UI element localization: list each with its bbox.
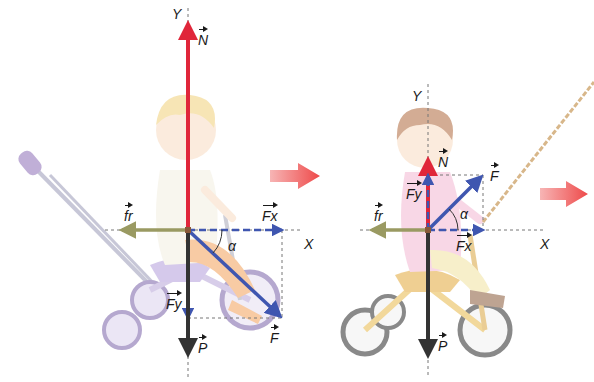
right-tricycle	[343, 108, 510, 355]
vector-label: Fx	[262, 208, 278, 224]
vector-label: F	[270, 330, 279, 346]
vector-label: P	[438, 338, 447, 354]
motion-arrow	[540, 181, 588, 207]
vector-label: fr	[374, 208, 383, 224]
vector-label: Fy	[406, 186, 422, 202]
axis-label: α	[228, 238, 236, 254]
vector-label: N	[438, 154, 448, 170]
vector-label: Fx	[456, 238, 472, 254]
motion-arrow	[270, 163, 320, 189]
vector-label: N	[198, 32, 208, 48]
axis-label: Y	[172, 6, 181, 22]
vector-label: Fy	[166, 296, 182, 312]
left-forces	[105, 8, 300, 378]
vector-label: P	[198, 340, 207, 356]
rope	[483, 82, 594, 222]
axis-label: Y	[412, 88, 421, 104]
right-forces	[360, 84, 545, 378]
axis-label: α	[460, 206, 468, 222]
vector-label: fr	[124, 208, 133, 224]
axis-label: X	[540, 236, 549, 252]
left-tricycle	[16, 95, 278, 348]
vector-label: F	[490, 168, 499, 184]
axis-label: X	[304, 236, 313, 252]
